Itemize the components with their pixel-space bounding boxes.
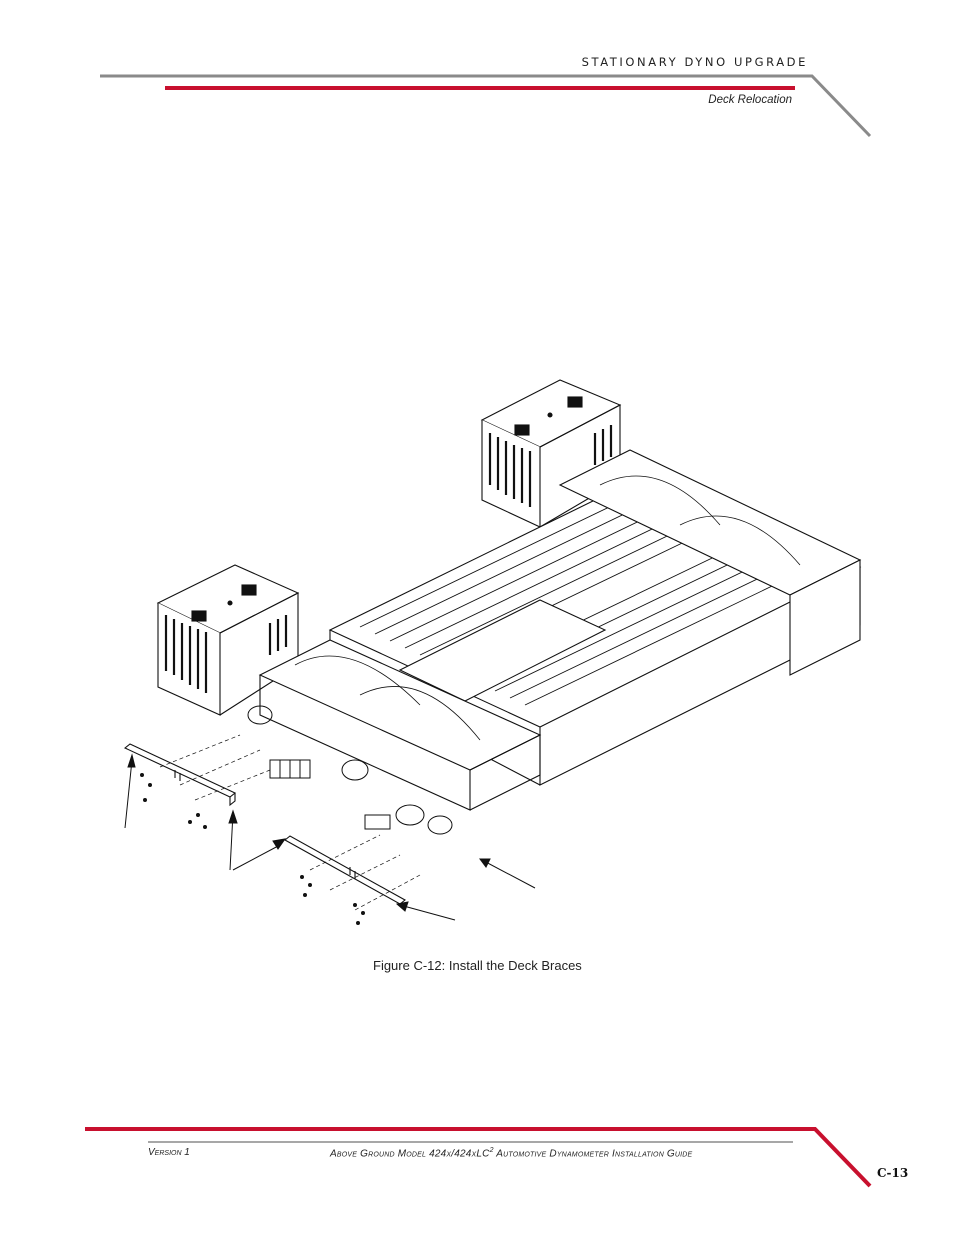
footer-rules	[85, 1127, 872, 1188]
callout-leaders	[124, 753, 536, 921]
upper-cabinet-icon	[480, 379, 622, 528]
guide-title-superscript: 2	[489, 1147, 494, 1154]
deck-brace-right-icon	[284, 835, 406, 905]
header-rules	[100, 74, 872, 138]
lower-cabinet-icon	[156, 564, 300, 716]
deck-brace-left-icon	[123, 743, 237, 807]
roll-housing-front	[258, 639, 542, 811]
page-number: C-13	[877, 1166, 909, 1180]
figure-caption: Figure C-12: Install the Deck Braces	[373, 958, 582, 973]
footer-guide-title: Above Ground Model 424x/424xLC2 Automoti…	[330, 1147, 692, 1159]
roll-housing-rear	[558, 449, 862, 676]
deck-brace-drawing	[120, 375, 880, 935]
footer-red-rule	[85, 1127, 872, 1188]
footer-version: Version 1	[148, 1147, 190, 1158]
guide-title-part2: Automotive Dynamometer Installation Guid…	[493, 1148, 693, 1160]
guide-title-part1: Above Ground Model 424x/424xLC	[330, 1148, 490, 1160]
section-title: STATIONARY DYNO UPGRADE	[581, 55, 808, 69]
alignment-guides	[159, 734, 421, 911]
motor-assembly-icon	[247, 705, 453, 835]
bolts-icon	[140, 773, 365, 925]
subsection-title: Deck Relocation	[708, 94, 792, 106]
header-gray-rule	[100, 74, 872, 138]
